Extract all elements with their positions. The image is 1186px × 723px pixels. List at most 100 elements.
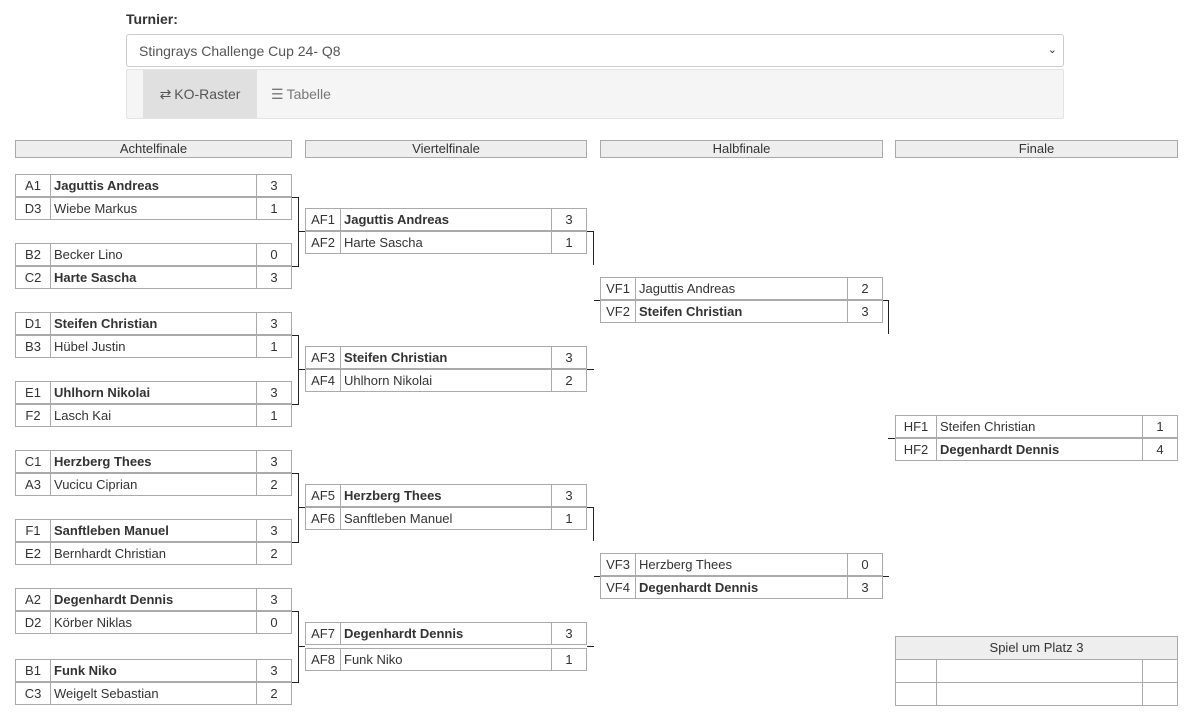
match-code: AF8 [306, 649, 341, 670]
player-name: Uhlhorn Nikolai [54, 385, 151, 400]
match-code: AF6 [306, 508, 341, 529]
match-code: A3 [16, 474, 51, 495]
match-score: 2 [256, 474, 291, 495]
view-tabs: ⇄ KO-Raster ☰ Tabelle [126, 69, 1064, 119]
third-place-match: Spiel um Platz 3 [895, 636, 1178, 723]
player-name: Harte Sascha [54, 270, 137, 285]
third-place-code-cell [896, 660, 937, 682]
player-name: Funk Niko [344, 652, 403, 667]
match-code: VF3 [601, 554, 636, 575]
player-name: Steifen Christian [54, 316, 158, 331]
match-code: E2 [16, 543, 51, 564]
player-name: Degenhardt Dennis [639, 580, 759, 595]
match-code: AF1 [306, 209, 341, 230]
player-name: Wiebe Markus [54, 201, 138, 216]
match-code: B2 [16, 244, 51, 265]
turnier-select[interactable]: Stingrays Challenge Cup 24- Q8 ⌄ [126, 34, 1064, 67]
match-score: 3 [256, 589, 291, 610]
third-place-score-cell [1142, 660, 1177, 682]
player-name: Degenhardt Dennis [940, 442, 1060, 457]
third-place-row [895, 660, 1178, 683]
turnier-select-value: Stingrays Challenge Cup 24- Q8 [139, 43, 341, 59]
player-name: Steifen Christian [344, 350, 448, 365]
match-code: C3 [16, 683, 51, 704]
third-place-name-cell [937, 683, 1142, 705]
match-score: 3 [847, 577, 882, 598]
match-score: 1 [256, 336, 291, 357]
shuffle-icon: ⇄ [159, 85, 172, 102]
round-header-achtelfinale: Achtelfinale [15, 140, 292, 158]
match-code: AF3 [306, 347, 341, 368]
match-code: A2 [16, 589, 51, 610]
match-score: 1 [551, 649, 586, 670]
player-name: Vucicu Ciprian [54, 477, 138, 492]
match-code: AF5 [306, 485, 341, 506]
bracket-connector [292, 197, 299, 267]
tab-ko-raster[interactable]: ⇄ KO-Raster [143, 70, 257, 118]
player-name: Harte Sascha [344, 235, 423, 250]
bracket-connector [883, 300, 889, 301]
bracket-connector [298, 231, 305, 232]
match-code: F1 [16, 520, 51, 541]
match-code: C2 [16, 267, 51, 288]
player-name: Steifen Christian [639, 304, 743, 319]
match-score: 1 [551, 232, 586, 253]
match-score: 3 [256, 267, 291, 288]
bracket-connector [298, 646, 305, 647]
bracket-connector [593, 507, 594, 541]
tab-tabelle[interactable]: ☰ Tabelle [271, 70, 331, 118]
match-score: 3 [256, 175, 291, 196]
bracket-connector [587, 646, 594, 647]
match-code: D3 [16, 198, 51, 219]
match-score: 3 [256, 313, 291, 334]
bracket-connector [594, 300, 600, 301]
match-score: 2 [256, 683, 291, 704]
tab-tabelle-label: Tabelle [286, 86, 331, 102]
match-code: B1 [16, 660, 51, 681]
match-score: 3 [256, 520, 291, 541]
player-name: Körber Niklas [54, 615, 133, 630]
bracket-connector [587, 507, 594, 508]
bracket-connector [292, 611, 299, 683]
match-code: C1 [16, 451, 51, 472]
player-name: Bernhardt Christian [54, 546, 166, 561]
player-name: Degenhardt Dennis [344, 626, 464, 641]
player-name: Uhlhorn Nikolai [344, 373, 433, 388]
match-score: 3 [847, 301, 882, 322]
bracket-connector [298, 507, 305, 508]
match-score: 0 [256, 244, 291, 265]
player-name: Sanftleben Manuel [344, 511, 453, 526]
player-name: Lasch Kai [54, 408, 112, 423]
match-code: HF2 [896, 439, 937, 460]
match-score: 2 [256, 543, 291, 564]
match-score: 3 [256, 660, 291, 681]
match-score: 2 [551, 370, 586, 391]
match-code: D2 [16, 612, 51, 633]
match-score: 1 [256, 405, 291, 426]
match-score: 1 [551, 508, 586, 529]
player-name: Jaguttis Andreas [54, 178, 159, 193]
match-code: B3 [16, 336, 51, 357]
round-header-finale: Finale [895, 140, 1178, 158]
match-code: VF1 [601, 278, 636, 299]
bracket-connector [292, 335, 299, 405]
player-name: Hübel Justin [54, 339, 126, 354]
bracket-connector [593, 231, 594, 265]
